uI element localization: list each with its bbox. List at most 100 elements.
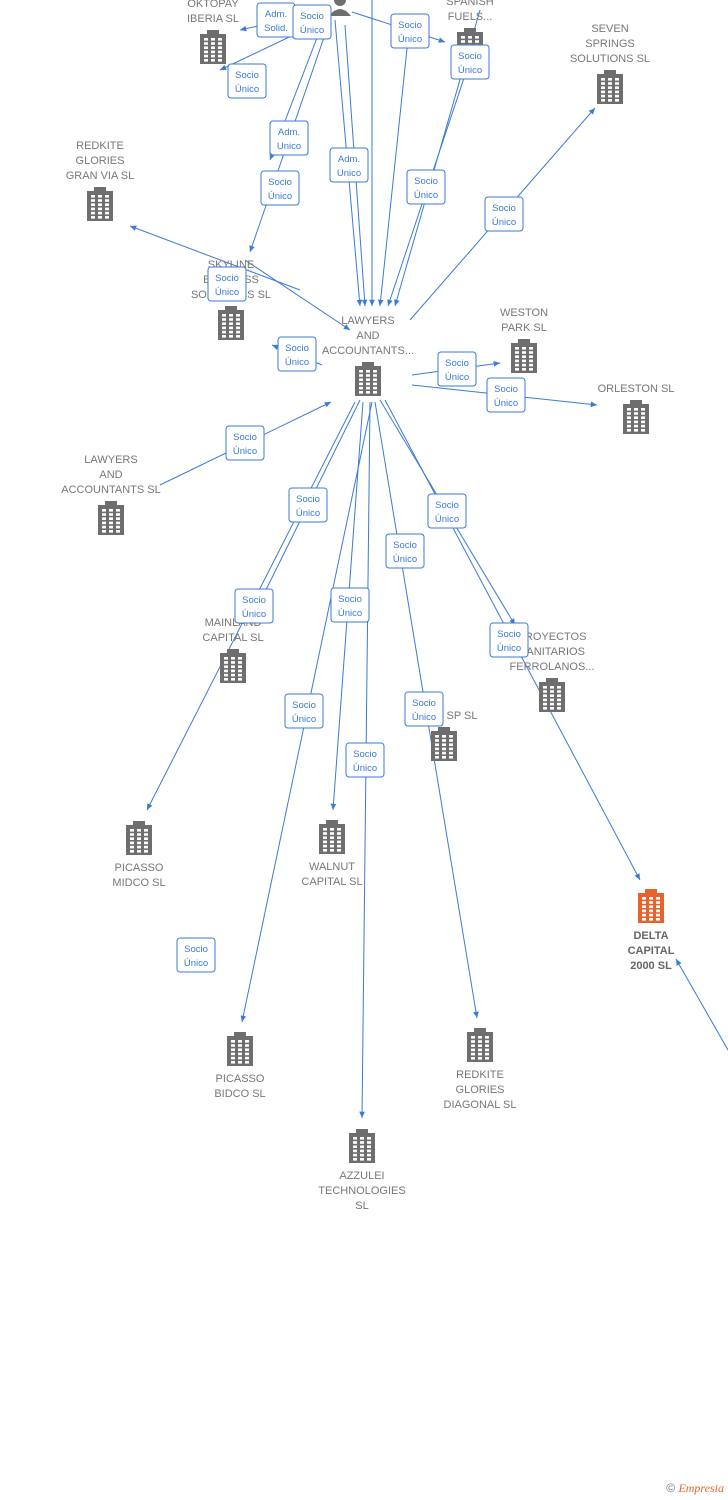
company-name-line: DIAGONAL SL bbox=[444, 1099, 517, 1111]
company-name-line: SL bbox=[355, 1200, 368, 1212]
relation-type-text: Socio bbox=[292, 700, 316, 711]
relation-type-text: Único bbox=[353, 763, 377, 774]
ownership-edge bbox=[675, 958, 728, 1051]
relation-type-text: Socio bbox=[494, 384, 518, 395]
relation-type-text: Socio bbox=[435, 500, 459, 511]
company-name-line: PICASSO bbox=[216, 1073, 265, 1085]
relation-type-text: Socio bbox=[296, 494, 320, 505]
building-icon bbox=[355, 362, 381, 396]
relation-type-text: Único bbox=[296, 508, 320, 519]
relation-type-text: Socio bbox=[235, 70, 259, 81]
relation-type-text: Socio bbox=[242, 595, 266, 606]
company-name-line: CAPITAL SL bbox=[202, 632, 263, 644]
relation-badge[interactable]: Adm.Unico bbox=[269, 120, 309, 156]
company-name-line: AND bbox=[99, 469, 122, 481]
copyright-symbol: © bbox=[666, 1481, 676, 1495]
ownership-edge bbox=[377, 19, 411, 307]
building-icon bbox=[98, 501, 124, 535]
company-name-line: DELTA bbox=[633, 930, 668, 942]
company-node-proyectos[interactable]: PROYECTOSSANITARIOSFERROLANOS... bbox=[510, 631, 595, 712]
relation-type-text: Solid. bbox=[264, 23, 288, 34]
relation-type-text: Socio bbox=[414, 176, 438, 187]
building-icon bbox=[87, 187, 113, 221]
relation-type-text: Socio bbox=[398, 20, 422, 31]
relation-type-text: Socio bbox=[412, 698, 436, 709]
relation-type-text: Único bbox=[412, 712, 436, 723]
relation-type-text: Único bbox=[292, 714, 316, 725]
company-name-line: WESTON bbox=[500, 307, 548, 319]
company-name-line: CAPITAL bbox=[628, 945, 675, 957]
company-name-line: SEVEN bbox=[591, 23, 628, 35]
company-name-line: REDKITE bbox=[76, 140, 124, 152]
relation-type-text: Único bbox=[215, 287, 239, 298]
building-icon bbox=[218, 306, 244, 340]
relation-type-text: Único bbox=[494, 398, 518, 409]
relation-badge[interactable]: Adm.Solid. bbox=[256, 2, 296, 38]
company-name-line: LAWYERS bbox=[84, 454, 137, 466]
relation-type-text: Único bbox=[235, 84, 259, 95]
relation-type-text: Único bbox=[338, 608, 362, 619]
relation-type-text: Único bbox=[414, 190, 438, 201]
relation-type-text: Socio bbox=[458, 51, 482, 62]
building-icon bbox=[227, 1032, 253, 1066]
company-name-line: ACCOUNTANTS SL bbox=[61, 484, 160, 496]
company-name-line: SP SL bbox=[447, 710, 478, 722]
company-name-line: GLORIES bbox=[76, 155, 125, 167]
company-node-sp[interactable]: SP SL bbox=[431, 710, 478, 761]
relation-type-text: Socio bbox=[184, 944, 208, 955]
relation-type-text: Único bbox=[497, 643, 521, 654]
relation-badge[interactable]: Adm.Unico bbox=[329, 147, 369, 183]
building-icon bbox=[511, 339, 537, 373]
company-node-lawyers-center[interactable]: LAWYERSANDACCOUNTANTS... bbox=[322, 315, 414, 396]
relation-type-text: Socio bbox=[338, 594, 362, 605]
footer-brand[interactable]: © Empresia bbox=[666, 1481, 724, 1496]
relation-type-text: Único bbox=[285, 357, 309, 368]
building-icon bbox=[200, 30, 226, 64]
ownership-edge bbox=[244, 259, 351, 331]
company-node-orleston[interactable]: ORLESTON SL bbox=[598, 383, 675, 434]
relation-type-text: Único bbox=[458, 65, 482, 76]
company-name-line: WALNUT bbox=[309, 861, 355, 873]
building-icon bbox=[349, 1129, 375, 1163]
relation-type-text: Unico bbox=[337, 168, 361, 179]
company-node-person[interactable] bbox=[329, 0, 351, 16]
company-node-lawyers-left[interactable]: LAWYERS AND ACCOUNTANTS SL bbox=[61, 454, 161, 535]
relation-type-text: Único bbox=[300, 25, 324, 36]
relation-type-text: Único bbox=[445, 372, 469, 383]
edge-labels-layer: Adm.Solid.SocioÚnicoAdm.UnicoSocioÚnicoS… bbox=[176, 2, 529, 973]
